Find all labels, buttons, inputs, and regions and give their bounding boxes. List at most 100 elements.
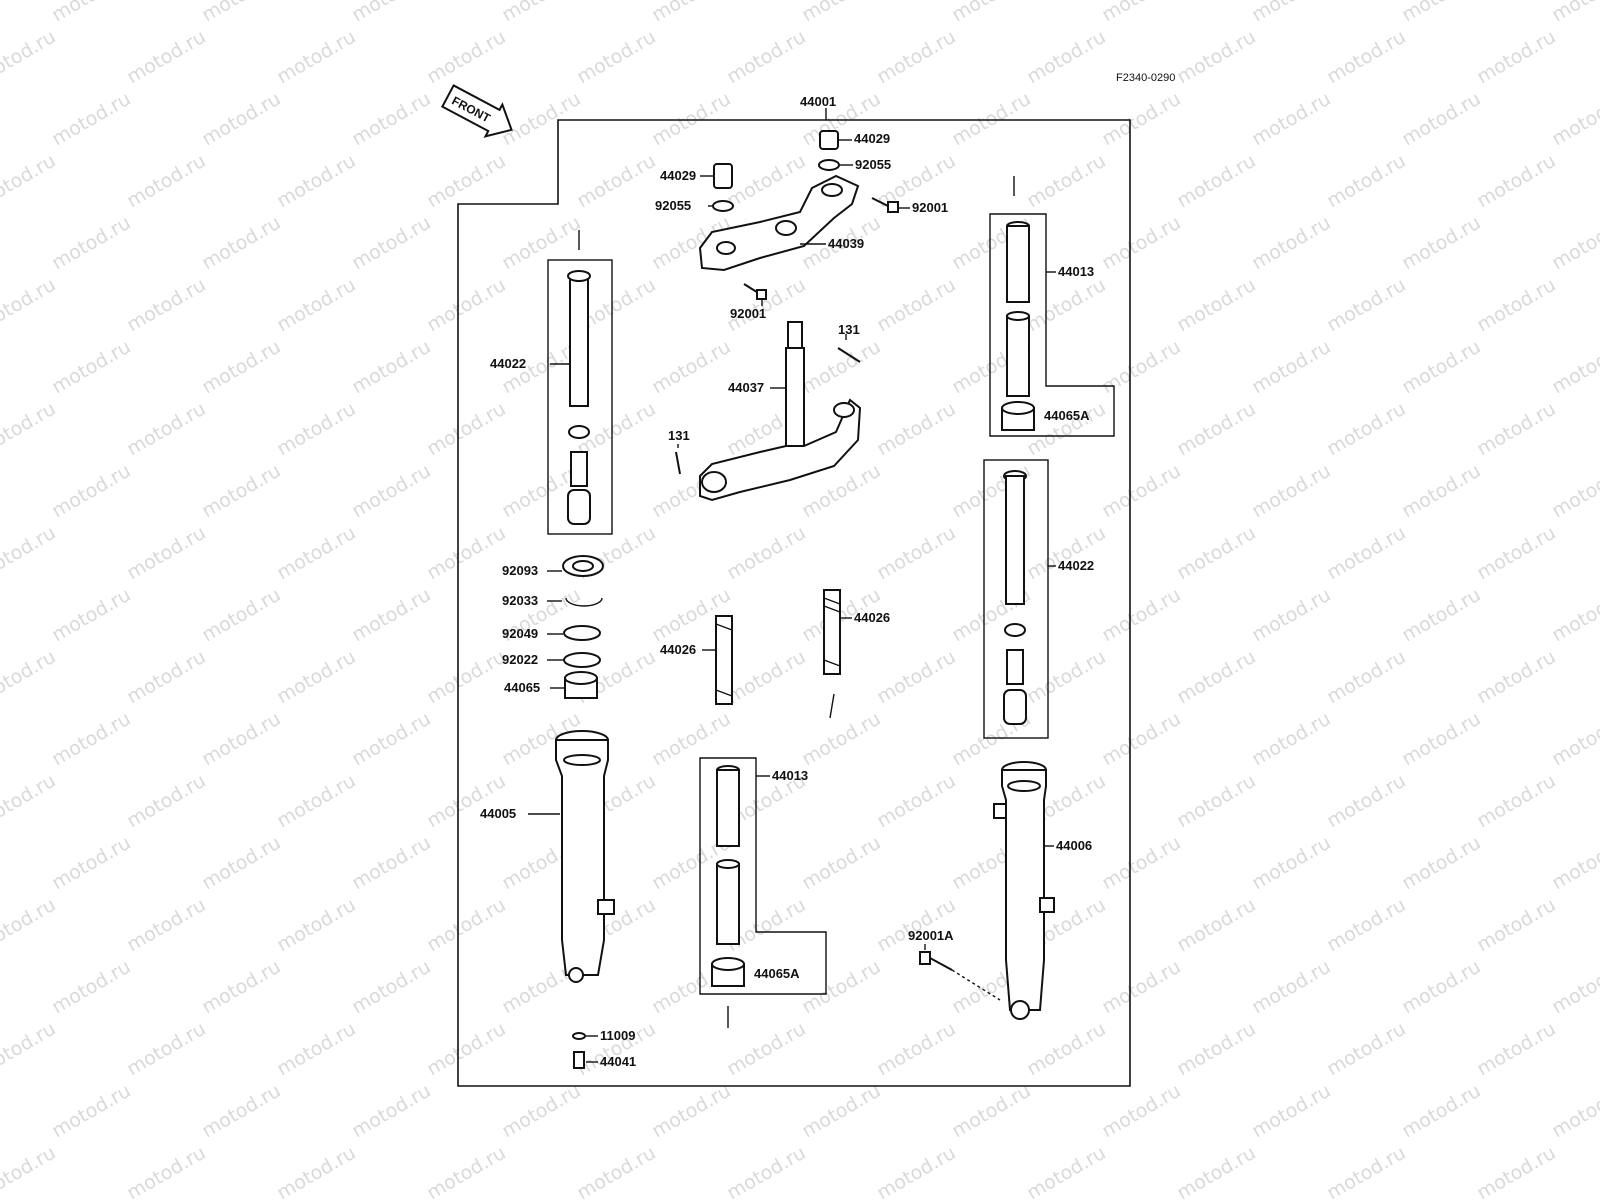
watermark: motod.ru xyxy=(648,336,734,399)
inner-tube-right xyxy=(1006,221,1030,397)
watermark: motod.ru xyxy=(348,0,434,26)
watermark: motod.ru xyxy=(1398,1080,1484,1143)
watermark: motod.ru xyxy=(1248,460,1334,523)
bolt-131-lower xyxy=(675,444,681,475)
watermark: motod.ru xyxy=(723,522,809,585)
gasket-11009 xyxy=(572,1032,598,1040)
watermark: motod.ru xyxy=(1548,584,1600,647)
watermark: motod.ru xyxy=(123,1018,209,1081)
watermark: motod.ru xyxy=(1473,150,1559,213)
watermark: motod.ru xyxy=(1323,1018,1409,1081)
watermark: motod.ru xyxy=(948,0,1034,26)
watermark: motod.ru xyxy=(48,460,134,523)
watermark: motod.ru xyxy=(1323,274,1409,337)
watermark: motod.ru xyxy=(1473,398,1559,461)
watermark: motod.ru xyxy=(48,336,134,399)
label-44039: 44039 xyxy=(828,236,864,251)
watermark: motod.ru xyxy=(273,522,359,585)
watermark: motod.ru xyxy=(48,0,134,26)
watermark: motod.ru xyxy=(1398,460,1484,523)
label-131-upper: 131 xyxy=(838,322,860,337)
bolt-44041 xyxy=(573,1051,598,1069)
watermark: motod.ru xyxy=(423,274,509,337)
washer-92022 xyxy=(563,652,601,668)
spring-left xyxy=(715,615,733,705)
label-92001-lower: 92001 xyxy=(730,306,766,321)
watermark: motod.ru xyxy=(1023,522,1109,585)
axle-bolt-92001a xyxy=(919,944,1001,1001)
watermark: motod.ru xyxy=(1323,770,1409,833)
watermark: motod.ru xyxy=(798,708,884,771)
watermark: motod.ru xyxy=(723,646,809,709)
watermark: motod.ru xyxy=(1248,0,1334,26)
watermark: motod.ru xyxy=(1548,88,1600,151)
watermark: motod.ru xyxy=(198,336,284,399)
diagram-code: F2340-0290 xyxy=(1116,72,1175,84)
watermark: motod.ru xyxy=(1323,894,1409,957)
watermark: motod.ru xyxy=(1023,150,1109,213)
watermark: motod.ru xyxy=(1323,1142,1409,1200)
watermark: motod.ru xyxy=(873,274,959,337)
watermark: motod.ru xyxy=(873,522,959,585)
watermark: motod.ru xyxy=(123,150,209,213)
watermark: motod.ru xyxy=(1248,88,1334,151)
watermark: motod.ru xyxy=(1398,832,1484,895)
watermark: motod.ru xyxy=(0,150,60,213)
watermark: motod.ru xyxy=(948,1080,1034,1143)
watermark: motod.ru xyxy=(0,1018,60,1081)
bushing-44065a-right xyxy=(1001,401,1035,431)
watermark: motod.ru xyxy=(423,894,509,957)
watermark: motod.ru xyxy=(198,832,284,895)
watermark: motod.ru xyxy=(348,708,434,771)
label-44026-right: 44026 xyxy=(854,610,890,625)
upper-clamp-part xyxy=(698,174,860,272)
watermark: motod.ru xyxy=(1473,274,1559,337)
watermark: motod.ru xyxy=(48,832,134,895)
watermark: motod.ru xyxy=(1173,770,1259,833)
label-44065a-center: 44065A xyxy=(754,966,800,981)
watermark: motod.ru xyxy=(0,894,60,957)
watermark: motod.ru xyxy=(348,832,434,895)
watermark: motod.ru xyxy=(1248,832,1334,895)
center-tube-group xyxy=(699,757,827,995)
watermark: motod.ru xyxy=(873,770,959,833)
fork-pipe-left xyxy=(567,270,591,525)
watermark: motod.ru xyxy=(723,26,809,89)
watermark: motod.ru xyxy=(1098,708,1184,771)
outer-tube-left xyxy=(555,730,615,983)
inner-tube-center xyxy=(716,765,740,945)
watermark: motod.ru xyxy=(123,894,209,957)
watermark: motod.ru xyxy=(1173,398,1259,461)
watermark: motod.ru xyxy=(273,770,359,833)
bolt-92001-lower xyxy=(743,283,767,306)
watermark: motod.ru xyxy=(348,584,434,647)
label-44022-right: 44022 xyxy=(1058,558,1094,573)
watermark: motod.ru xyxy=(798,956,884,1019)
watermark: motod.ru xyxy=(423,1142,509,1200)
watermark: motod.ru xyxy=(1473,646,1559,709)
watermark: motod.ru xyxy=(1548,212,1600,275)
watermark: motod.ru xyxy=(1323,150,1409,213)
watermark: motod.ru xyxy=(273,1018,359,1081)
watermark: motod.ru xyxy=(423,522,509,585)
watermark: motod.ru xyxy=(798,832,884,895)
watermark: motod.ru xyxy=(1098,832,1184,895)
watermark: motod.ru xyxy=(123,770,209,833)
watermark: motod.ru xyxy=(123,1142,209,1200)
watermark: motod.ru xyxy=(798,336,884,399)
watermark: motod.ru xyxy=(348,336,434,399)
watermark: motod.ru xyxy=(1473,894,1559,957)
watermark: motod.ru xyxy=(1398,956,1484,1019)
watermark: motod.ru xyxy=(1548,336,1600,399)
bolt-92001-upper-right xyxy=(871,197,910,213)
watermark: motod.ru xyxy=(798,1080,884,1143)
watermark: motod.ru xyxy=(1548,708,1600,771)
label-44065a-right: 44065A xyxy=(1044,408,1090,423)
watermark: motod.ru xyxy=(1548,0,1600,26)
label-44026-left: 44026 xyxy=(660,642,696,657)
watermark: motod.ru xyxy=(1023,274,1109,337)
watermark: motod.ru xyxy=(1098,584,1184,647)
watermark: motod.ru xyxy=(1023,646,1109,709)
watermark: motod.ru xyxy=(273,646,359,709)
bushing-44065a-center xyxy=(711,957,745,987)
